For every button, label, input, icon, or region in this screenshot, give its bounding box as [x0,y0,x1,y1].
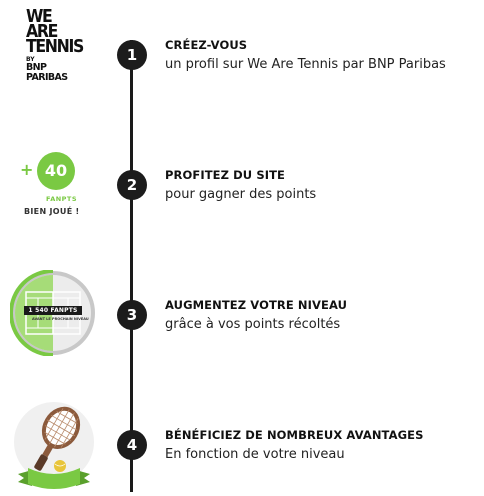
step-2-description: pour gagner des points [165,187,317,202]
step-1-title: CRÉEZ-VOUS [165,38,248,52]
points-unit: FANPTS [46,195,78,203]
step-2-badge: 2 [117,170,147,200]
level-fanpts-label: 1 540 FANPTS [24,306,82,315]
step-3-title: AUGMENTEZ VOTRE NIVEAU [165,298,348,312]
points-circle: 40 [37,152,75,190]
step-3-badge: 3 [117,300,147,330]
timeline-line [130,40,133,492]
step-4-title: BÉNÉFICIEZ DE NOMBREUX AVANTAGES [165,428,424,442]
level-illustration: 1 540 FANPTS AVANT LE PROCHAIN NIVEAU [9,269,96,357]
logo-line-3: TENNIS [26,37,84,57]
logo-by: BY [26,56,35,63]
racket-illustration [12,400,96,492]
logo-line-1: WE [26,7,53,27]
level-subtext: AVANT LE PROCHAIN NIVEAU [32,317,89,321]
plus-sign: + [20,160,34,179]
step-1-description: un profil sur We Are Tennis par BNP Pari… [165,57,446,72]
points-bravo-text: BIEN JOUÉ ! [24,207,80,216]
logo-brand: BNP PARIBAS [26,62,68,83]
step-1-badge: 1 [117,40,147,70]
step-2-title: PROFITEZ DU SITE [165,168,285,182]
step-4-badge: 4 [117,430,147,460]
step-3-description: grâce à vos points récoltés [165,317,341,332]
step-4-description: En fonction de votre niveau [165,447,345,462]
we-are-tennis-logo: WE ARE TENNIS BY BNP PARIBAS [26,7,86,83]
logo-line-2: ARE [26,22,58,42]
points-illustration: + 40 FANPTS BIEN JOUÉ ! [18,152,94,222]
tennis-racket-icon [14,402,94,489]
